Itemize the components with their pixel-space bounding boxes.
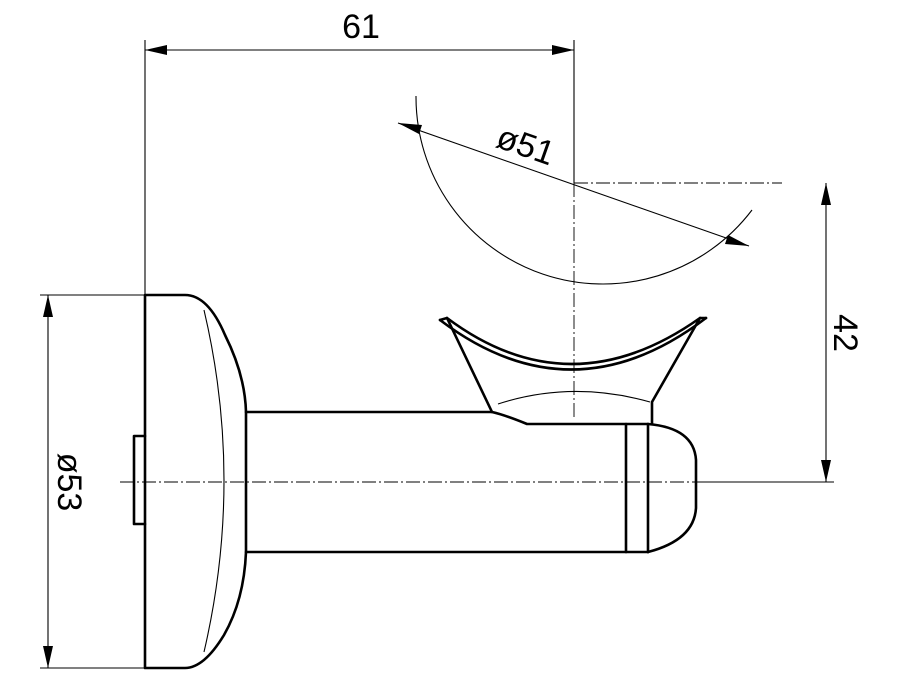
cup-right-flank [650, 316, 708, 426]
arrow-bottom [43, 646, 53, 668]
base-rosette [143, 293, 248, 670]
arrow-top [821, 183, 831, 205]
arrow-top [43, 295, 53, 317]
arrow-upper [398, 123, 422, 134]
dimension-height: 42 [700, 183, 864, 483]
base-diameter-label: ø53 [50, 453, 88, 512]
height-label: 42 [826, 314, 864, 352]
arrow-right [552, 45, 574, 55]
dimension-base-diameter: ø53 [40, 294, 145, 669]
dimension-width: 61 [144, 8, 575, 295]
arrow-left [145, 45, 167, 55]
arrow-lower [725, 235, 749, 246]
ball-arc [415, 95, 753, 285]
cup-lower-rim [438, 316, 708, 371]
arm-body [244, 410, 650, 426]
hook-outline [132, 95, 753, 670]
base-inner-line [203, 309, 225, 653]
cup-neck-arc [497, 390, 651, 405]
mounting-tab [132, 434, 147, 526]
dimension-line [397, 122, 750, 247]
ball-diameter-label: ø51 [492, 118, 560, 173]
end-cap-dome [646, 422, 698, 554]
width-label: 61 [342, 8, 380, 46]
center-lines [120, 182, 826, 483]
arrow-bottom [821, 460, 831, 482]
cup-upper-rim [445, 316, 702, 366]
